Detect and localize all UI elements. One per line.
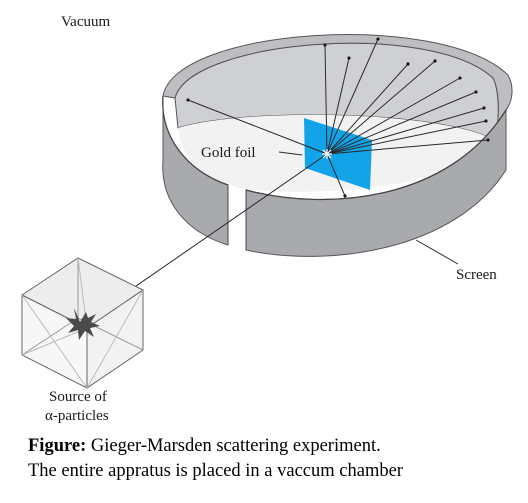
ray — [323, 43, 328, 155]
impact-spark — [322, 149, 332, 159]
ray — [326, 56, 351, 155]
screen-chamber — [162, 34, 513, 257]
gold-foil — [304, 118, 372, 190]
gold-foil-pointer — [278, 151, 303, 156]
ray — [326, 76, 462, 155]
label-source-line1: Source of — [49, 389, 107, 405]
source-box — [21, 257, 144, 389]
screen-pointer — [415, 239, 459, 265]
figure-caption: Figure: Gieger-Marsden scattering experi… — [28, 434, 523, 484]
ray — [326, 106, 486, 155]
label-vacuum: Vacuum — [61, 14, 110, 30]
ray — [326, 37, 380, 155]
caption-line2: The entire appratus is placed in a vaccu… — [28, 461, 403, 481]
label-gold-foil: Gold foil — [201, 145, 256, 161]
ray — [326, 119, 488, 155]
caption-lead: Figure: — [28, 436, 87, 456]
ray — [326, 59, 437, 155]
scattered-rays — [186, 37, 490, 198]
ray — [326, 153, 347, 198]
ray — [326, 138, 490, 155]
caption-line1: Gieger-Marsden scattering experiment. — [90, 436, 381, 456]
label-source-line2: α-particles — [45, 408, 109, 424]
label-screen: Screen — [456, 267, 497, 283]
ray — [326, 62, 410, 155]
ray — [186, 98, 328, 155]
chamber-front-edge — [162, 95, 229, 186]
ray — [326, 90, 478, 155]
source-starburst — [66, 308, 100, 340]
